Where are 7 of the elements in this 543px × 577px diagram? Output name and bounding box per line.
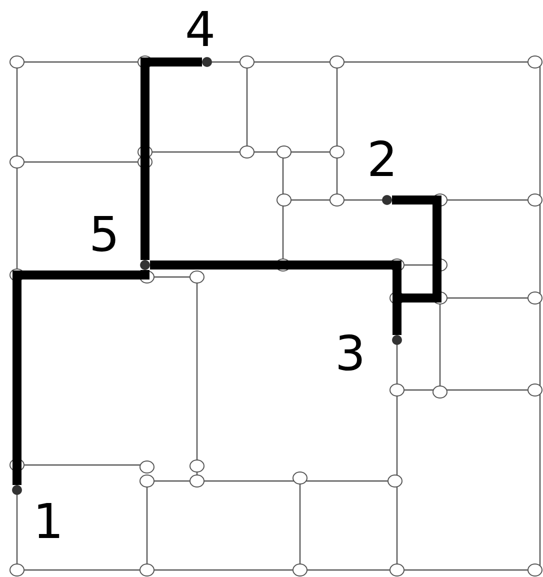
point-label: 2 [367,136,398,184]
point-label: 3 [335,330,366,378]
path-line [140,58,202,260]
point-label: 4 [185,6,216,54]
path-line [12,270,150,485]
point-label: 5 [89,211,120,259]
point-label: 1 [33,498,64,546]
